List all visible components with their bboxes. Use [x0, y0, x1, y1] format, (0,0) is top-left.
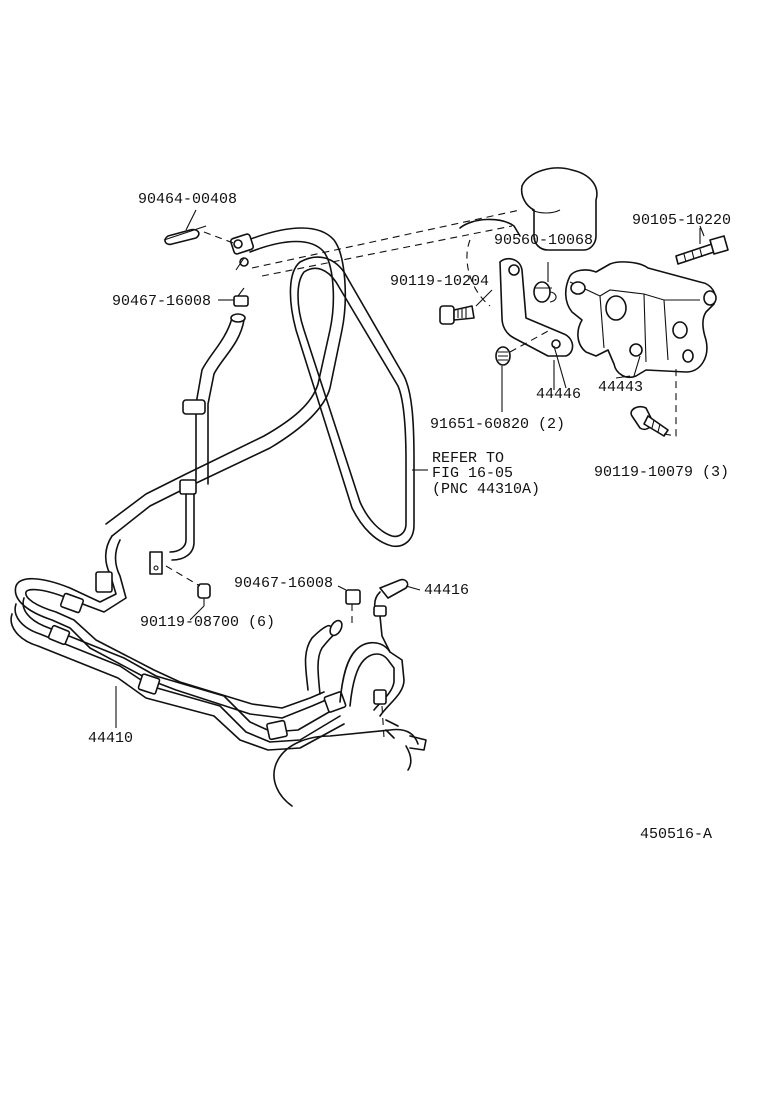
- label-refer-line3: (PNC 44310A): [432, 481, 540, 498]
- label-refer-line2: FIG 16-05: [432, 465, 513, 482]
- label-91651-60820: 91651-60820 (2): [430, 416, 565, 433]
- label-44416: 44416: [424, 582, 469, 599]
- bolt-90119-10204: [439, 305, 475, 325]
- diagram-id: 450516-A: [640, 826, 712, 843]
- tube-assembly-44410: [10, 535, 347, 751]
- pump-reservoir: [459, 167, 598, 307]
- label-90467-16008-top: 90467-16008: [112, 293, 211, 310]
- spacer-90560: [533, 262, 557, 303]
- washer-91651: [495, 329, 551, 412]
- bracket-44446: [499, 257, 574, 389]
- label-90119-10204: 90119-10204: [390, 273, 489, 290]
- bolt-90105-10220: [675, 225, 729, 265]
- label-44410: 44410: [88, 730, 133, 747]
- clip-90467-mid: [337, 585, 361, 624]
- label-44446: 44446: [536, 386, 581, 403]
- label-90560-10068: 90560-10068: [494, 232, 593, 249]
- clip-90467-top: [233, 287, 249, 307]
- label-90467-16008-mid: 90467-16008: [234, 575, 333, 592]
- clamp-90464: [163, 225, 237, 246]
- label-leaders: [185, 209, 701, 621]
- leader-dash-top: [251, 209, 521, 269]
- label-44443: 44443: [598, 379, 643, 396]
- bolt-90119-10079: [630, 366, 677, 437]
- label-90119-10079: 90119-10079 (3): [594, 464, 729, 481]
- bracket-44443: [564, 261, 717, 379]
- steering-gear: [273, 719, 427, 807]
- label-refer-line1: REFER TO: [432, 450, 504, 467]
- label-90105-10220: 90105-10220: [632, 212, 731, 229]
- leader-dash-top2: [261, 225, 513, 277]
- fitting-44416: [373, 578, 409, 739]
- label-90119-08700: 90119-08700 (6): [140, 614, 275, 631]
- left-vertical-hose: [169, 313, 246, 561]
- return-hose-right: [304, 619, 405, 717]
- upper-hose: [105, 227, 347, 537]
- bolt-90119-08700: [149, 551, 211, 606]
- label-90464-00408: 90464-00408: [138, 191, 237, 208]
